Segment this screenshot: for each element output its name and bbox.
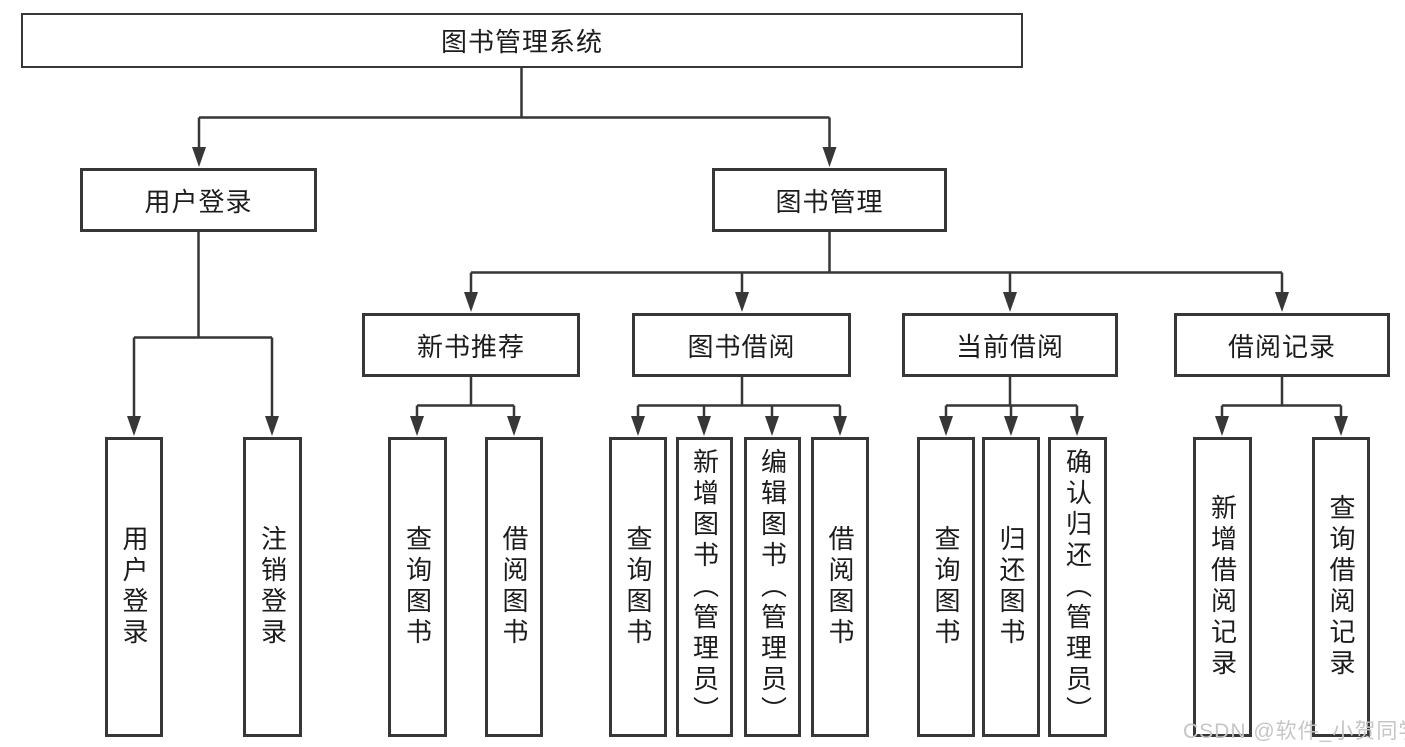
arrowhead — [1275, 292, 1289, 312]
arrowhead — [765, 416, 779, 436]
leaf-borrow-borrow-books: 借阅图书 — [811, 437, 869, 737]
leaf-current-query-books: 查询图书 — [917, 437, 975, 737]
edge-new-books-trunk — [415, 377, 516, 420]
leaf-borrow-add-books: 新增图书（管理员） — [676, 437, 733, 737]
node-borrow-records-label: 借阅记录 — [1227, 331, 1336, 362]
leaf-records-query-record: 查询借阅记录 — [1312, 437, 1370, 737]
arrowhead — [1070, 416, 1084, 436]
arrowhead — [1215, 416, 1229, 436]
arrowhead — [192, 147, 206, 167]
leaf-current-confirm-return-label: 确认归还（管理员） — [1062, 447, 1093, 727]
node-book-management: 图书管理 — [712, 168, 947, 232]
leaf-records-add-record: 新增借阅记录 — [1193, 437, 1252, 737]
arrowhead — [127, 416, 141, 436]
leaf-borrow-add-books-label: 新增图书（管理员） — [689, 447, 720, 727]
node-user-login-label: 用户登录 — [144, 186, 253, 217]
leaf-user-login: 用户登录 — [105, 437, 163, 737]
leaf-borrow-edit-books: 编辑图书（管理员） — [744, 437, 801, 737]
arrowhead — [410, 416, 424, 436]
arrowhead — [265, 416, 279, 436]
edge-book-mgmt-trunk — [469, 232, 1284, 296]
leaf-current-confirm-return: 确认归还（管理员） — [1048, 437, 1107, 737]
leaf-borrow-edit-books-label: 编辑图书（管理员） — [757, 447, 788, 727]
leaf-records-add-record-label: 新增借阅记录 — [1207, 494, 1238, 680]
leaf-current-query-books-label: 查询图书 — [931, 525, 961, 649]
arrowhead — [1004, 416, 1018, 436]
node-book-management-label: 图书管理 — [775, 186, 884, 217]
edge-borrow-records-trunk — [1220, 377, 1343, 420]
leaf-current-return-books: 归还图书 — [982, 437, 1040, 737]
node-borrow-records: 借阅记录 — [1174, 313, 1390, 377]
csdn-watermark: CSDN @软件_小贺同学 — [1183, 720, 1405, 743]
arrowhead — [631, 416, 645, 436]
leaf-logout-login: 注销登录 — [243, 437, 302, 737]
arrowhead — [697, 416, 711, 436]
node-new-book-recommend-label: 新书推荐 — [416, 331, 525, 362]
leaf-borrow-query-books-label: 查询图书 — [623, 525, 653, 649]
leaf-records-query-record-label: 查询借阅记录 — [1326, 494, 1356, 680]
leaf-borrow-query-books: 查询图书 — [609, 437, 667, 737]
arrowhead — [1003, 292, 1017, 312]
leaf-borrow-borrow-books-label: 借阅图书 — [825, 525, 855, 649]
arrowhead — [939, 416, 953, 436]
arrowhead — [507, 416, 521, 436]
edge-book-borrow-trunk — [636, 377, 842, 420]
leaf-current-return-books-label: 归还图书 — [996, 525, 1026, 649]
node-book-borrow: 图书借阅 — [632, 313, 851, 377]
node-book-borrow-label: 图书借阅 — [687, 331, 796, 362]
edge-user-login-trunk — [132, 232, 274, 420]
edge-root-trunk — [197, 68, 831, 151]
edge-current-borrow-trunk — [944, 377, 1079, 420]
leaf-user-login-label: 用户登录 — [119, 525, 149, 649]
node-current-borrow-label: 当前借阅 — [955, 331, 1064, 362]
node-user-login: 用户登录 — [80, 168, 317, 232]
arrowhead — [1334, 416, 1348, 436]
arrowhead — [735, 292, 749, 312]
leaf-newbooks-borrow-books-label: 借阅图书 — [499, 525, 529, 649]
root-node-label: 图书管理系统 — [440, 27, 603, 57]
leaf-newbooks-query-books: 查询图书 — [388, 437, 447, 737]
arrowhead — [833, 416, 847, 436]
leaf-newbooks-query-books-label: 查询图书 — [402, 525, 433, 649]
node-new-book-recommend: 新书推荐 — [362, 313, 580, 377]
leaf-newbooks-borrow-books: 借阅图书 — [485, 437, 543, 737]
arrowhead — [822, 147, 837, 167]
node-current-borrow: 当前借阅 — [902, 313, 1118, 377]
arrowhead — [464, 292, 478, 312]
root-node: 图书管理系统 — [21, 13, 1023, 68]
leaf-logout-login-label: 注销登录 — [257, 525, 288, 649]
